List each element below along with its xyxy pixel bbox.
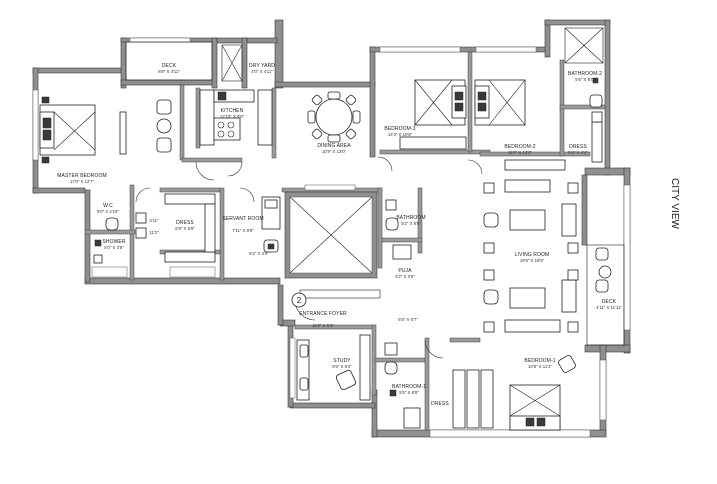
bathroom-2-size: 5'6" X 8'0" (575, 77, 595, 82)
bedroom-1-size: 10'8" X 11'4" (528, 364, 552, 369)
entrance-foyer-name: ENTRANCE FOYER (299, 311, 347, 317)
dress-master-name: DRESS (176, 220, 194, 226)
study-name: STUDY (333, 358, 351, 364)
living-room-name: LIVING ROOM (515, 252, 549, 258)
shower-name: SHOWER (102, 239, 125, 245)
bedroom-2-bed (474, 79, 526, 126)
windows (32, 37, 631, 438)
bathroom-common-size: 5'2" X 8'0" (401, 221, 421, 226)
passage-size: 5'6" X 6'7" (398, 317, 418, 322)
dry-yard-name: DRY YARD (249, 63, 275, 69)
kitchen-counters (199, 89, 273, 146)
city-view-label: CITY VIEW (669, 178, 680, 229)
wc-dim-b: 11'2" (149, 230, 159, 235)
dry-yard-shaft (221, 44, 243, 82)
entrance-step (299, 289, 381, 299)
living-room-set-1 (483, 179, 579, 254)
lift-shaft (284, 184, 378, 279)
dress-master-wardrobes (164, 193, 216, 263)
dress-master-size: 6'8" X 6'9" (175, 226, 195, 231)
servant-toilet-size: 5'2" X 3'9" (249, 251, 269, 256)
bathroom-1-size: 5'5" X 8'8" (399, 390, 419, 395)
dress-b2-name: DRESS (569, 144, 587, 150)
wardrobe-bedroom-3 (399, 136, 467, 150)
servant-room-bed (261, 196, 281, 253)
dress-b1-name: DRESS (431, 401, 449, 407)
servant-room-name: SERVANT ROOM (222, 216, 263, 222)
dress-b2-size: 5'4" X 4'4" (568, 150, 588, 155)
dining-table (307, 91, 361, 143)
bathroom-common-fixtures (385, 199, 412, 260)
dining-size: 10'9" X 13'0" (322, 149, 347, 154)
servant-room-size: 7'11" X 9'6" (232, 228, 254, 233)
bedroom-3-bed (414, 79, 467, 126)
bedroom-2-name: BEDROOM-2 (504, 144, 535, 150)
master-lounge (156, 99, 172, 153)
wc-dim-a: 3'11" (149, 218, 159, 223)
master-bed (39, 96, 96, 164)
bathroom-1-fixtures (384, 342, 421, 429)
deck-top-size: 8'8" X 4'11" (158, 69, 180, 74)
bedroom-3-name: BEDROOM-3 (384, 126, 415, 132)
bathroom-common-name: BATHROOM (396, 215, 425, 221)
lift-number-marker: 2 (291, 292, 307, 308)
wc-name: W.C (103, 203, 113, 209)
bathroom-1-name: BATHROOM-1 (392, 384, 426, 390)
bedroom-1-name: BEDROOM-1 (524, 358, 555, 364)
living-room-set-2 (483, 269, 579, 333)
wardrobe-bedroom-2 (504, 159, 566, 171)
living-room-size: 19'6" X 19'6" (520, 258, 545, 263)
dress-b1-wardrobes (452, 369, 494, 429)
wc-size: 5'0" X 4'10" (97, 209, 119, 214)
tv-unit (119, 111, 127, 155)
dress-b2-wardrobe (591, 121, 603, 163)
bathroom-2-name: BATHROOM-2 (568, 71, 602, 77)
bathroom-2-fixtures (564, 27, 604, 123)
dry-yard-size: 4'0" X 4'11" (251, 69, 273, 74)
entrance-foyer-size: 11'6" X 5'3" (312, 323, 334, 328)
kitchen-name: KITCHEN (221, 108, 244, 114)
master-bedroom-name: MASTER BEDROOM (57, 173, 106, 179)
bedroom-3-size: 14'3" X 10'8" (388, 132, 413, 137)
deck-top-area (125, 41, 213, 81)
lift-number: 2 (297, 296, 302, 305)
deck-top-name: DECK (162, 63, 177, 69)
shower-size: 5'0" X 3'8" (104, 245, 124, 250)
dining-name: DINING AREA (317, 143, 351, 149)
master-bedroom-size: 17'0" X 12'7" (70, 179, 95, 184)
study-furniture (296, 334, 371, 401)
door-swings (135, 156, 483, 359)
wc-fixtures (93, 212, 147, 264)
bedroom-2-size: 11'0" X 13'8" (508, 150, 532, 155)
deck-side-size: 4'11" X 11'11" (596, 305, 622, 310)
side-deck-furniture (586, 244, 625, 346)
bedroom-1-bed (509, 355, 576, 431)
study-size: 9'6" X 9'2" (332, 364, 352, 369)
room-labels: DECK 8'8" X 4'11" DRY YARD 4'0" X 4'11" … (57, 63, 622, 407)
deck-side-name: DECK (602, 299, 617, 305)
kitchen-size: 12'10" X 9'8" (220, 114, 245, 119)
puja-size: 5'2" X 3'6" (395, 274, 415, 279)
puja-name: PUJA (398, 268, 412, 274)
